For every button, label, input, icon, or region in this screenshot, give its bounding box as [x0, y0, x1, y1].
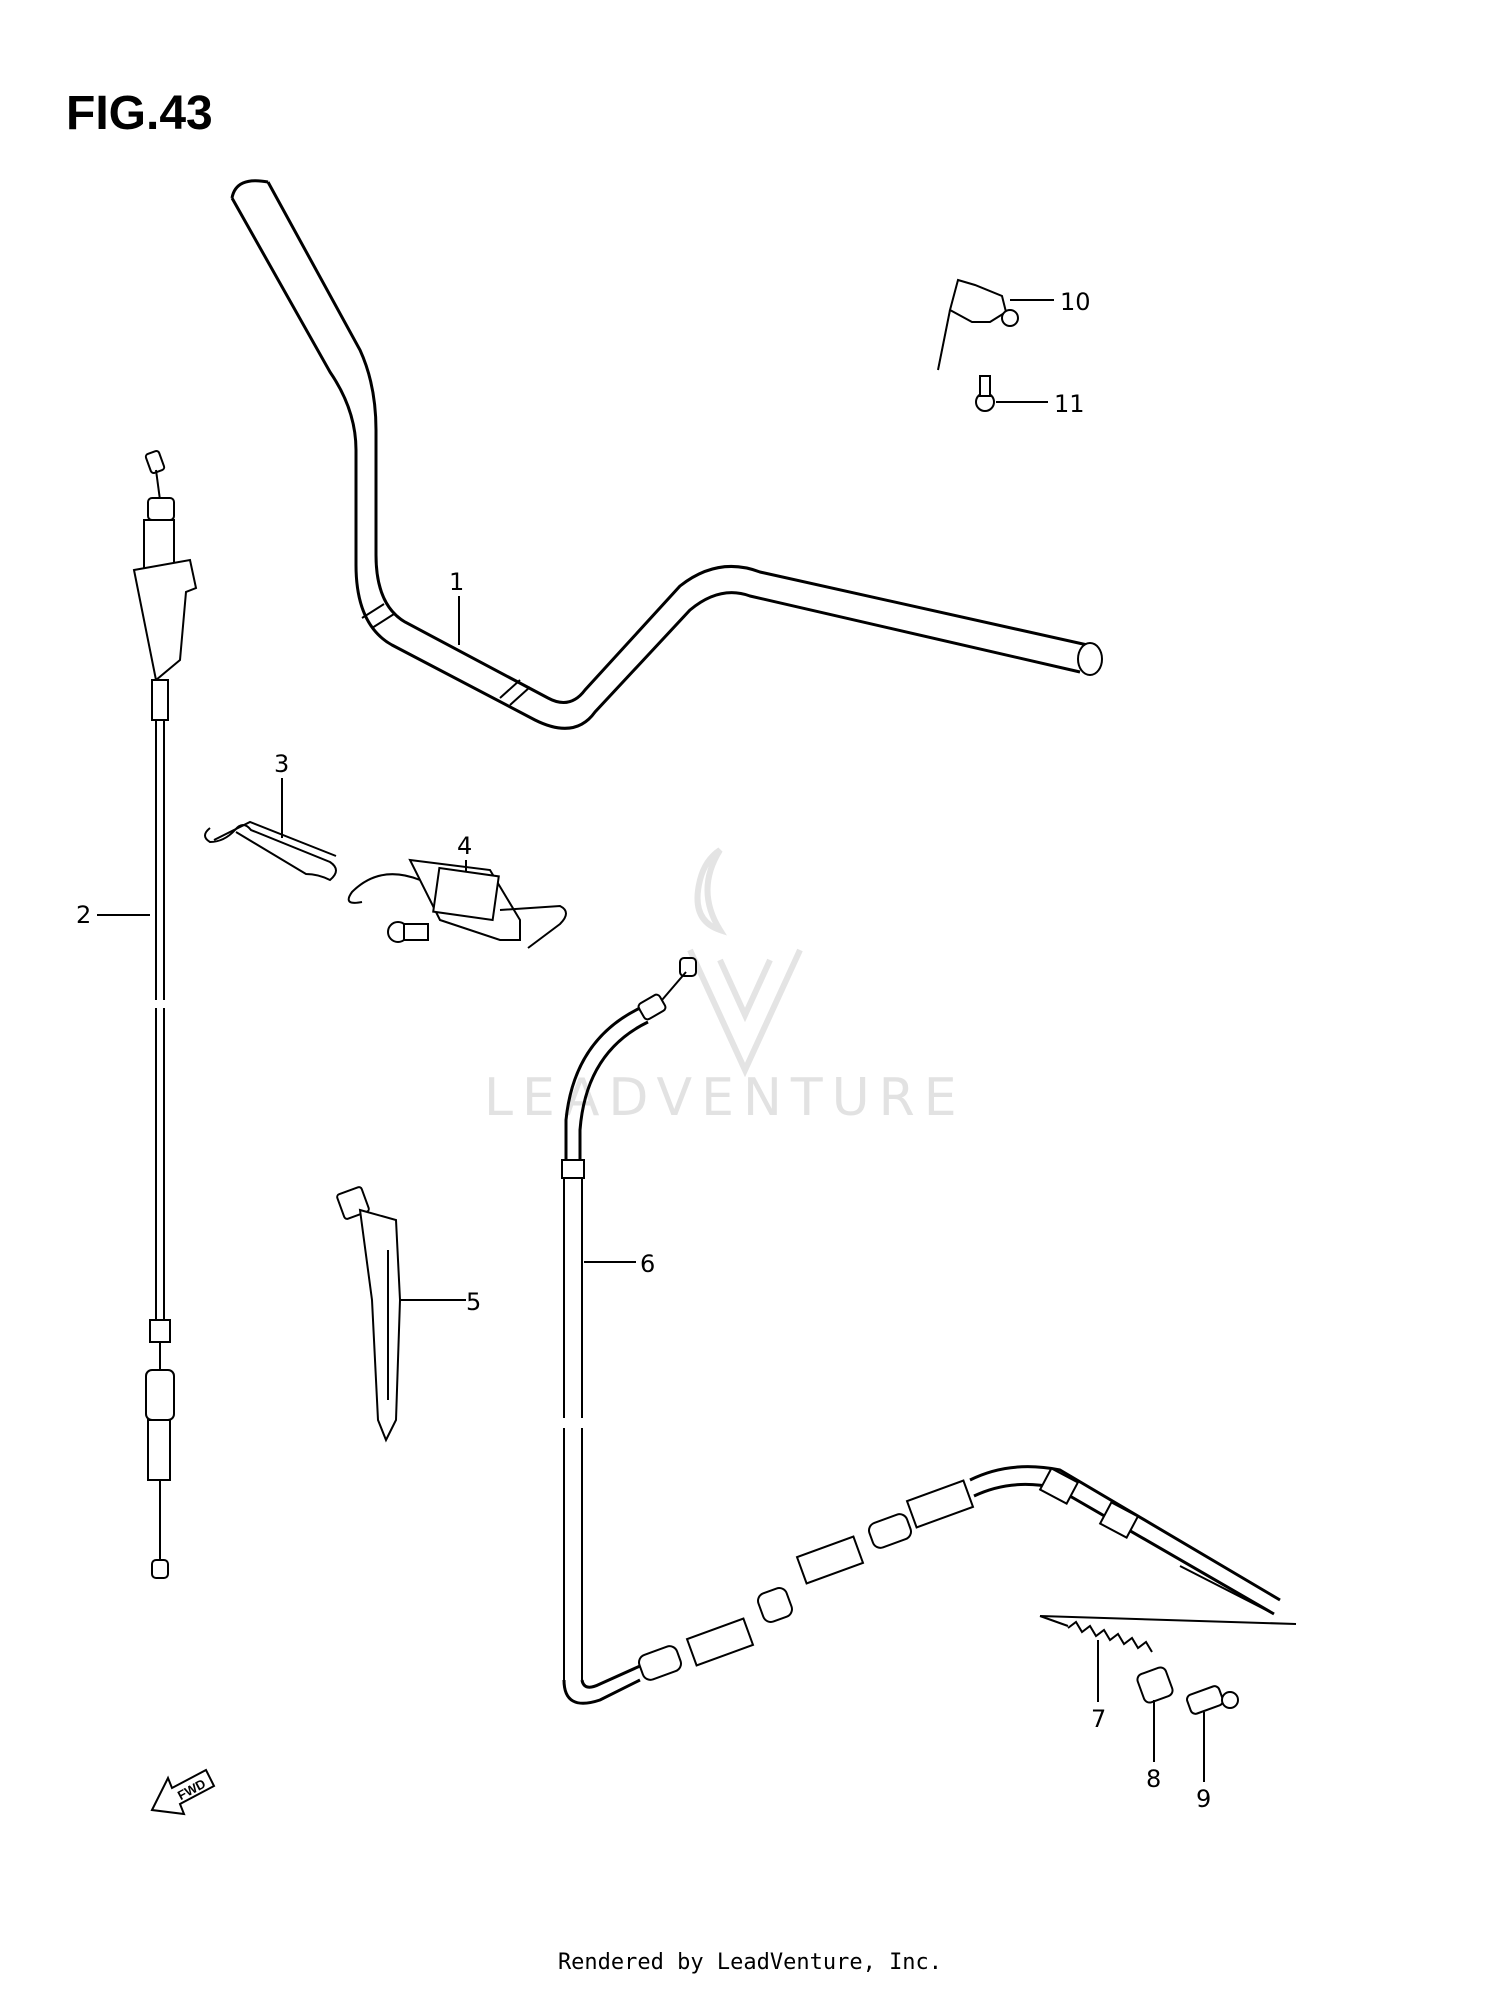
callout-8: 8: [1146, 1765, 1161, 1793]
brake-cable: [561, 957, 1281, 1705]
bracket: [347, 858, 567, 949]
callout-5: 5: [466, 1288, 481, 1316]
callout-10: 10: [1060, 288, 1091, 316]
callout-6: 6: [640, 1250, 655, 1278]
watermark-logo: [687, 847, 803, 1078]
spring: [1039, 1615, 1297, 1653]
callout-2: 2: [76, 901, 91, 929]
callout-leaders: [97, 299, 1205, 1782]
cable-tie: [336, 1186, 402, 1443]
callout-4: 4: [457, 832, 472, 860]
sleeve: [1136, 1666, 1174, 1704]
figure-title: FIG.43: [66, 87, 213, 140]
callout-3: 3: [274, 750, 289, 778]
throttle-cable: [132, 450, 198, 1579]
forward-arrow-icon: FWD: [150, 1768, 216, 1816]
callout-11: 11: [1054, 390, 1085, 418]
lever-bracket: [937, 278, 1019, 371]
callout-7: 7: [1091, 1705, 1106, 1733]
footer-credit: Rendered by LeadVenture, Inc.: [557, 1950, 943, 1975]
handlebar: [230, 179, 1103, 730]
callout-1: 1: [449, 568, 464, 596]
spring-clip: [204, 820, 337, 882]
watermark-text: LEADVENTURE: [484, 1068, 966, 1128]
screw: [975, 375, 995, 412]
joint: [1186, 1685, 1239, 1715]
callout-9: 9: [1196, 1785, 1211, 1813]
